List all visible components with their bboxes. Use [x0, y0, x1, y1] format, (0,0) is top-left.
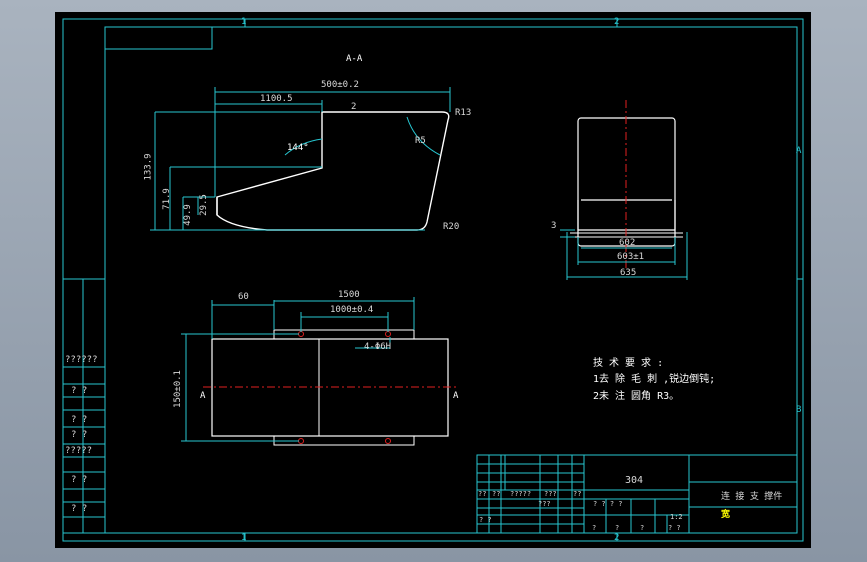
- dim-left-length: 1100.5: [260, 94, 293, 104]
- left-table-cell-1: ??????: [65, 355, 98, 365]
- zone-label-bottom-1: 1: [241, 533, 247, 543]
- dim-angle: 144°: [287, 143, 309, 153]
- title-r1-c4: ???: [544, 490, 557, 498]
- section-label: A-A: [346, 54, 363, 64]
- tech-req-line2: 2未 注 圆角 R3。: [593, 391, 680, 402]
- tech-req-title: 技 术 要 求 :: [593, 358, 664, 369]
- dim-height-inner: 71.9: [161, 188, 172, 210]
- dim-radius-right: R5: [415, 136, 426, 146]
- title-r1-c3: ?????: [510, 490, 532, 498]
- title-r3-c4: ?: [640, 524, 645, 532]
- dim-hole-note: 4-Φ6H: [364, 342, 392, 352]
- dim-small-t: 2: [351, 102, 357, 112]
- title-r1-c2: ??: [492, 490, 501, 498]
- corner-box: [104, 26, 213, 50]
- dim-front-inner: 602: [619, 238, 636, 248]
- section-view: [150, 87, 451, 231]
- left-table-cell-3: ? ?: [71, 415, 88, 425]
- zone-label-top-2: 2: [614, 17, 620, 27]
- title-r3-c3: ?: [615, 524, 620, 532]
- title-material: 304: [625, 475, 644, 486]
- dim-front-thk: 3: [551, 221, 557, 231]
- dim-height-left: 133.9: [143, 153, 154, 181]
- section-mark-left: A: [200, 391, 206, 401]
- left-table-cell-5: ?????: [65, 446, 93, 456]
- tech-req-line1: 1去 除 毛 刺 ,锐边倒钝;: [593, 374, 716, 385]
- left-table-cell-6: ? ?: [71, 475, 88, 485]
- title-r1-c1: ??: [478, 490, 487, 498]
- dim-radius-top: R13: [455, 108, 472, 118]
- dim-height-small: 49.9: [182, 204, 193, 226]
- left-table-cell-2: ? ?: [71, 386, 88, 396]
- zone-label-side-b: B: [796, 405, 802, 415]
- dim-overall: 500±0.2: [321, 80, 359, 90]
- drawing-svg: [62, 18, 804, 542]
- title-r3-c5: ? ?: [668, 524, 681, 532]
- outer-frame: [62, 18, 804, 542]
- title-r2-c2: ???: [538, 500, 551, 508]
- zone-label-bottom-2: 2: [614, 533, 620, 543]
- dim-front-mid: 603±1: [617, 252, 645, 262]
- dim-radius-bottom: R20: [443, 222, 460, 232]
- title-scale: 1:2: [670, 513, 683, 521]
- zone-label-top-1: 1: [241, 17, 247, 27]
- dim-plan-left: 60: [238, 292, 249, 302]
- zone-label-side-a: A: [796, 146, 802, 156]
- drawing-canvas[interactable]: A-A 1 2 1 2 A B 500±0.2 1100.5 133.9 71.…: [55, 12, 811, 548]
- dim-plan-span: 1500: [338, 290, 360, 300]
- plan-view: [181, 297, 457, 446]
- dim-height-tiny: 29.5: [198, 194, 209, 216]
- dim-front-outer: 635: [620, 268, 637, 278]
- left-table-cell-7: ? ?: [71, 504, 88, 514]
- dim-plan-height: 150±0.1: [172, 370, 183, 408]
- title-company: 宽: [721, 510, 731, 520]
- section-mark-right: A: [453, 391, 459, 401]
- title-r3-c1: ? ?: [479, 516, 492, 524]
- front-view: [560, 100, 688, 280]
- title-name: 连 接 支 撑件: [721, 492, 783, 502]
- inner-frame: [104, 26, 798, 534]
- title-r1-c5: ??: [573, 490, 582, 498]
- dim-plan-holes: 1000±0.4: [330, 305, 374, 315]
- title-r2-c1: ? ? ? ?: [593, 500, 623, 508]
- title-block: [476, 454, 798, 534]
- title-r3-c2: ?: [592, 524, 597, 532]
- left-table-cell-4: ? ?: [71, 430, 88, 440]
